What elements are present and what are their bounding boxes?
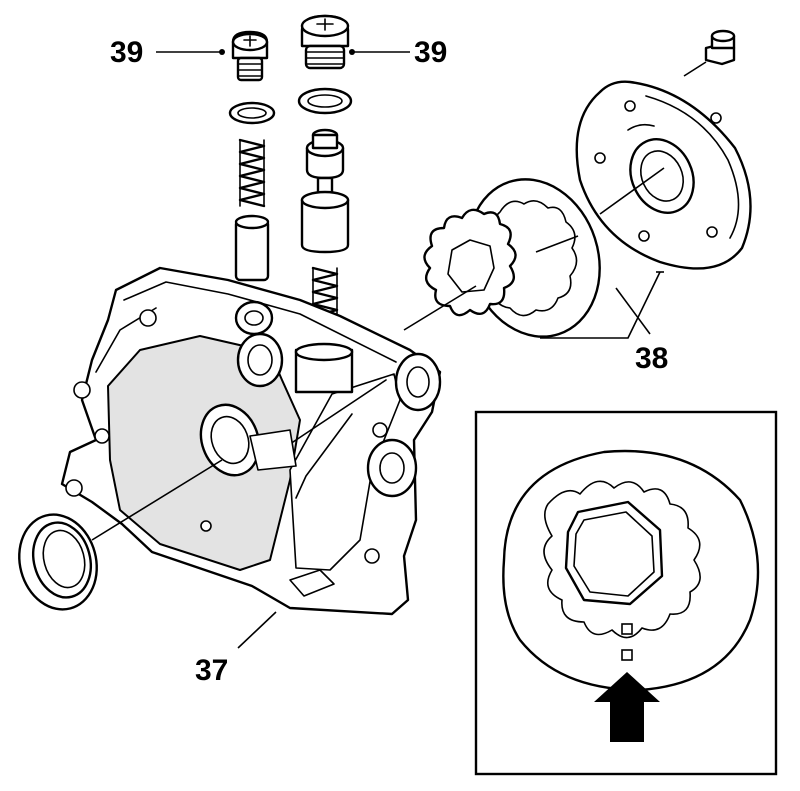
callout-39-left: 39	[110, 36, 225, 69]
callout-label-37: 37	[195, 654, 228, 687]
spring-icon	[238, 138, 266, 208]
pressure-relief-plug-icon	[300, 14, 350, 70]
alignment-mark-outer-icon	[621, 649, 633, 661]
sealing-ring-icon	[228, 101, 276, 125]
pump-housing-icon	[60, 266, 442, 616]
shaft-seal-icon	[18, 513, 98, 611]
pump-cover-icon	[575, 80, 752, 270]
piston-icon	[300, 128, 350, 254]
arrow-icon	[594, 672, 660, 742]
callout-39-right: 39	[349, 36, 447, 69]
pressure-relief-plug-icon	[231, 30, 269, 82]
screw-icon	[683, 29, 736, 77]
inner-rotor-icon	[403, 208, 517, 331]
sealing-ring-icon	[297, 87, 353, 115]
piston-icon	[234, 214, 270, 282]
callout-label-39-right: 39	[414, 36, 447, 69]
callout-label-39-left: 39	[110, 36, 143, 69]
callout-38: 38	[540, 271, 668, 375]
alignment-mark-inner-icon	[621, 623, 633, 635]
callout-label-38: 38	[635, 342, 668, 375]
callout-37: 37	[195, 611, 277, 687]
rotor-alignment-detail-inset	[474, 410, 778, 776]
